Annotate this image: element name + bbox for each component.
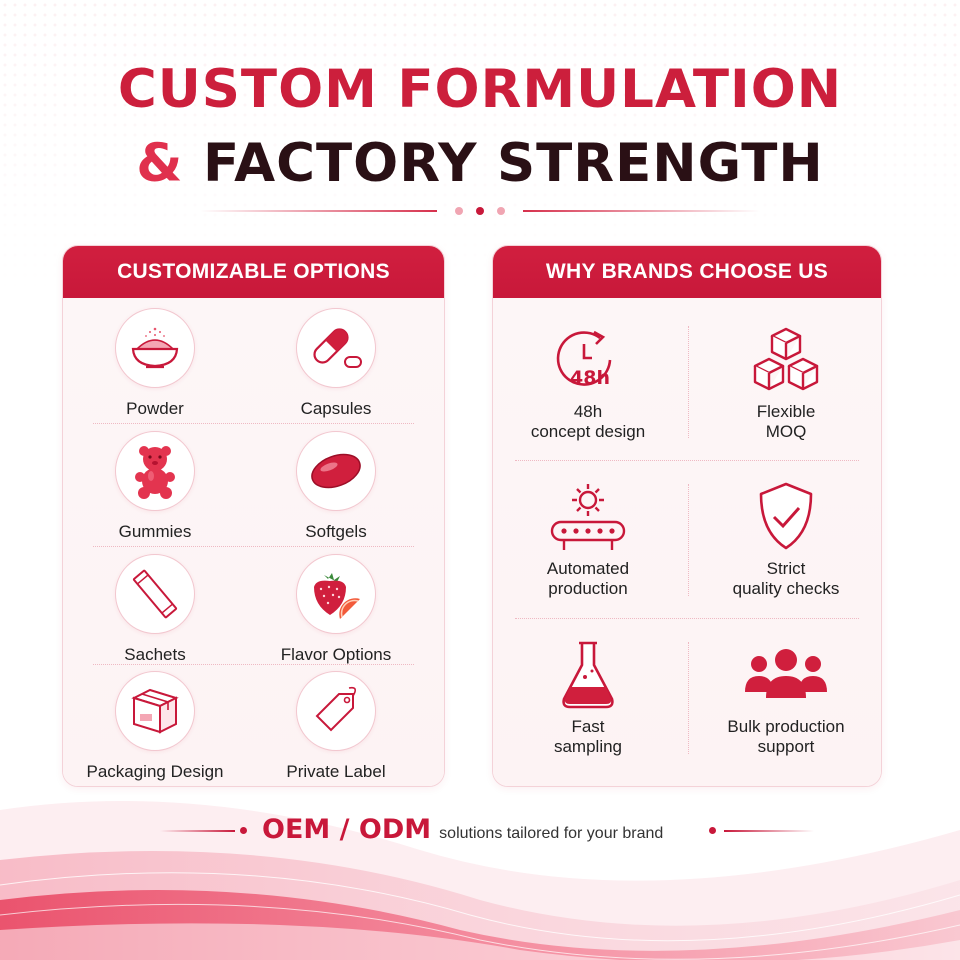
capsule-icon — [296, 308, 376, 388]
row-divider — [93, 546, 414, 547]
title-divider — [0, 204, 960, 218]
option-flavor: Flavor Options — [241, 554, 431, 665]
option-label: Gummies — [118, 522, 192, 541]
customizable-options-panel: CUSTOMIZABLE OPTIONS Powder — [62, 245, 445, 787]
feature-label: Fast sampling — [553, 717, 623, 756]
option-label: Capsules — [300, 399, 372, 418]
row-divider — [515, 618, 859, 619]
feature-label: Flexible MOQ — [756, 402, 816, 441]
footer-line-right — [724, 830, 814, 832]
row-divider — [515, 460, 859, 461]
footer-brand: OEM / ODM — [262, 814, 432, 845]
feature-fast-sampling: Fast sampling — [493, 637, 683, 757]
feature-label: 48h concept design — [530, 402, 646, 441]
option-powder: Powder — [63, 308, 250, 419]
option-softgels: Softgels — [241, 431, 431, 542]
cubes-icon — [691, 322, 881, 398]
option-label: Packaging Design — [86, 762, 224, 781]
option-gummies: Gummies — [63, 431, 250, 542]
column-divider — [688, 326, 689, 438]
option-sachets: Sachets — [63, 554, 250, 665]
sachet-icon — [115, 554, 195, 634]
shield-check-icon — [691, 479, 881, 555]
decorative-waves — [0, 801, 960, 960]
option-label: Softgels — [305, 522, 367, 541]
option-private-label: Private Label — [241, 671, 431, 782]
footer-dot — [240, 827, 247, 834]
row-divider — [93, 664, 414, 665]
option-label: Sachets — [124, 645, 186, 664]
option-label: Powder — [126, 399, 184, 418]
tag-icon — [296, 671, 376, 751]
footer-subtext: solutions tailored for your brand — [439, 825, 664, 842]
option-packaging: Packaging Design — [63, 671, 250, 782]
why-brands-body: 48h 48h concept design Flexible MOQ — [493, 298, 881, 786]
footer-dot — [709, 827, 716, 834]
footer-line-left — [160, 830, 235, 832]
customizable-options-header: CUSTOMIZABLE OPTIONS — [63, 246, 444, 298]
feature-label: Bulk production support — [727, 717, 845, 756]
option-label: Private Label — [286, 762, 386, 781]
footer-text: OEM / ODM solutions tailored for your bra… — [262, 814, 663, 845]
option-label: Flavor Options — [280, 645, 392, 664]
column-divider — [688, 484, 689, 596]
column-divider — [688, 642, 689, 754]
title-line-2-text: FACTORY STRENGTH — [202, 133, 824, 194]
option-capsules: Capsules — [241, 308, 431, 419]
conveyor-gear-icon — [493, 479, 683, 555]
divider-dot — [455, 207, 463, 215]
divider-dot-center — [476, 207, 484, 215]
people-group-icon — [691, 637, 881, 713]
title-line-1: CUSTOM FORMULATION — [117, 59, 843, 120]
powder-bowl-icon — [115, 308, 195, 388]
clock-48h-text: 48h — [570, 367, 610, 389]
box-icon — [115, 671, 195, 751]
feature-label: Strict quality checks — [732, 559, 840, 598]
why-brands-panel: WHY BRANDS CHOOSE US 48h 48h concept des… — [492, 245, 882, 787]
footer-tagline: OEM / ODM solutions tailored for your bra… — [0, 814, 960, 848]
row-divider — [93, 423, 414, 424]
gummy-bear-icon — [115, 431, 195, 511]
customizable-options-body: Powder Capsules — [63, 298, 444, 786]
clock-48h-icon: 48h — [493, 322, 683, 398]
feature-48h-concept: 48h 48h concept design — [493, 322, 683, 442]
feature-bulk-production: Bulk production support — [691, 637, 881, 757]
feature-flexible-moq: Flexible MOQ — [691, 322, 881, 442]
feature-label: Automated production — [546, 559, 630, 598]
flask-icon — [493, 637, 683, 713]
feature-strict-quality: Strict quality checks — [691, 479, 881, 599]
divider-line-left — [200, 210, 437, 212]
divider-dot — [497, 207, 505, 215]
feature-automated-production: Automated production — [493, 479, 683, 599]
softgel-icon — [296, 431, 376, 511]
divider-line-right — [523, 210, 760, 212]
title-line-2: & FACTORY STRENGTH — [0, 137, 960, 190]
title-ampersand: & — [136, 133, 184, 194]
why-brands-header: WHY BRANDS CHOOSE US — [493, 246, 881, 298]
strawberry-orange-icon — [296, 554, 376, 634]
